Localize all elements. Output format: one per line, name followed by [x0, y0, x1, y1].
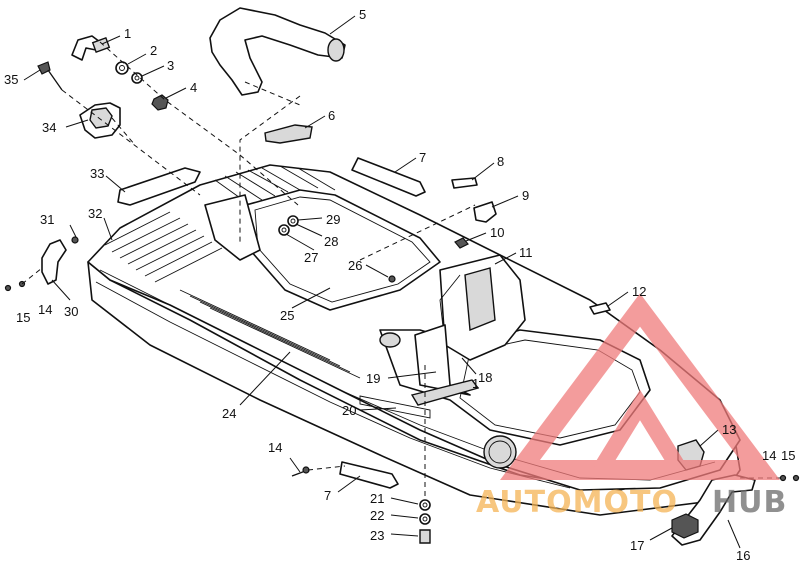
- watermark-text-hub: HUB: [712, 485, 787, 520]
- callout-24: 24: [222, 406, 236, 421]
- callout-25: 25: [280, 308, 294, 323]
- callout-34: 34: [42, 120, 56, 135]
- callout-5: 5: [359, 7, 366, 22]
- callout-14-lower: 14: [268, 440, 282, 455]
- callout-14-right: 14: [762, 448, 776, 463]
- callout-14-left: 14: [38, 302, 52, 317]
- callout-7-lower: 7: [324, 488, 331, 503]
- callout-18: 18: [478, 370, 492, 385]
- automotohub-watermark: AUTOMOTO HUB: [476, 293, 787, 520]
- callout-15-right: 15: [781, 448, 795, 463]
- callout-12: 12: [632, 284, 646, 299]
- callout-28: 28: [324, 234, 338, 249]
- callout-23: 23: [370, 528, 384, 543]
- callout-4: 4: [190, 80, 197, 95]
- callout-8: 8: [497, 154, 504, 169]
- callout-3: 3: [167, 58, 174, 73]
- callout-labels: 1 2 3 4 5 6 7 8 9 10 11 12 13 14 15 16 1…: [4, 7, 795, 563]
- callout-21: 21: [370, 491, 384, 506]
- callout-29: 29: [326, 212, 340, 227]
- callout-22: 22: [370, 508, 384, 523]
- callout-17: 17: [630, 538, 644, 553]
- callout-6: 6: [328, 108, 335, 123]
- callout-10: 10: [490, 225, 504, 240]
- callout-11: 11: [519, 245, 533, 260]
- callout-15-left: 15: [16, 310, 30, 325]
- watermark-text-automoto: AUTOMOTO: [476, 485, 678, 520]
- callout-33: 33: [90, 166, 104, 181]
- watermark-triangle-inner: [593, 389, 687, 475]
- loose-parts: [4, 7, 800, 546]
- watermark-triangle-outer: [500, 293, 780, 480]
- callout-7-upper: 7: [419, 150, 426, 165]
- callout-35: 35: [4, 72, 18, 87]
- callout-30: 30: [64, 304, 78, 319]
- callout-32: 32: [88, 206, 102, 221]
- callout-31: 31: [40, 212, 54, 227]
- callout-9: 9: [522, 188, 529, 203]
- callout-20: 20: [342, 403, 356, 418]
- callout-2: 2: [150, 43, 157, 58]
- callout-13: 13: [722, 422, 736, 437]
- callout-1-lower: 1: [472, 376, 479, 391]
- callout-26: 26: [348, 258, 362, 273]
- callout-16: 16: [736, 548, 750, 563]
- leader-lines: [23, 15, 741, 549]
- callout-19: 19: [366, 371, 380, 386]
- callout-1: 1: [124, 26, 131, 41]
- callout-27: 27: [304, 250, 318, 265]
- handlebar-pad: [209, 7, 346, 96]
